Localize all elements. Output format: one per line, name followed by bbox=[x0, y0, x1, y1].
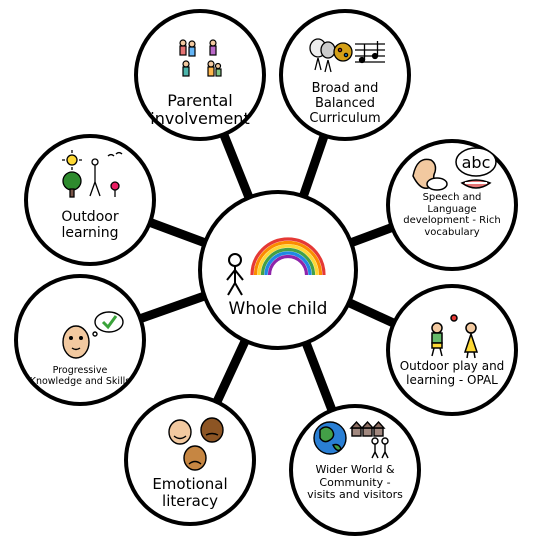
label-line: Curriculum bbox=[309, 110, 381, 126]
abc-icon-text: abc bbox=[462, 153, 491, 172]
label-line: Broad and bbox=[311, 81, 379, 96]
label-opal: Outdoor play and learning - OPAL bbox=[397, 359, 507, 388]
rainbow-icon bbox=[250, 237, 326, 276]
bubble-opal bbox=[386, 284, 518, 416]
faces-emotions-icon bbox=[168, 417, 224, 471]
label-line: Outdoor play and bbox=[399, 359, 505, 373]
center-bubble bbox=[198, 190, 358, 350]
arts-music-icon bbox=[309, 38, 385, 73]
label-parental: Parental involvement bbox=[145, 91, 255, 129]
label-line: Community - bbox=[319, 475, 391, 489]
label-line: learning - OPAL bbox=[406, 372, 498, 387]
label-line: vocabulary bbox=[424, 226, 480, 238]
label-line: visits and visitors bbox=[307, 488, 403, 502]
bubble-outdoor-learning bbox=[24, 134, 156, 266]
label-line: Language bbox=[427, 203, 477, 215]
outdoor-scene-icon bbox=[62, 150, 123, 198]
stick-figure-icon bbox=[226, 253, 244, 296]
label-curriculum: Broad and Balanced Curriculum bbox=[290, 81, 400, 127]
label-line: learning bbox=[61, 225, 119, 242]
thinking-head-icon bbox=[62, 311, 124, 359]
label-progressive: Progressive Knowledge and Skills bbox=[22, 365, 138, 388]
bubble-parental bbox=[134, 9, 266, 141]
label-line: Outdoor bbox=[61, 209, 119, 225]
center-label: Whole child bbox=[228, 299, 328, 319]
label-outdoor-learning: Outdoor learning bbox=[35, 209, 145, 241]
label-line: development - Rich bbox=[403, 215, 501, 226]
label-wider-world: Wider World & Community - visits and vis… bbox=[297, 463, 413, 502]
label-line: Balanced bbox=[314, 95, 376, 111]
globe-community-icon bbox=[313, 420, 389, 459]
family-icon bbox=[179, 39, 222, 77]
speech-icon bbox=[412, 147, 497, 191]
label-line: Emotional bbox=[152, 475, 228, 493]
label-line: Progressive bbox=[52, 365, 108, 376]
label-line: literacy bbox=[162, 492, 218, 511]
label-line: Parental bbox=[167, 91, 233, 110]
label-line: Speech and bbox=[422, 192, 482, 203]
label-emotional: Emotional literacy bbox=[135, 475, 245, 511]
label-line: Wider World & bbox=[315, 463, 395, 476]
label-line: Knowledge and Skills bbox=[29, 375, 131, 387]
label-speech: Speech and Language development - Rich v… bbox=[397, 192, 507, 238]
label-line: involvement bbox=[150, 109, 250, 129]
children-playing-icon bbox=[431, 314, 479, 359]
